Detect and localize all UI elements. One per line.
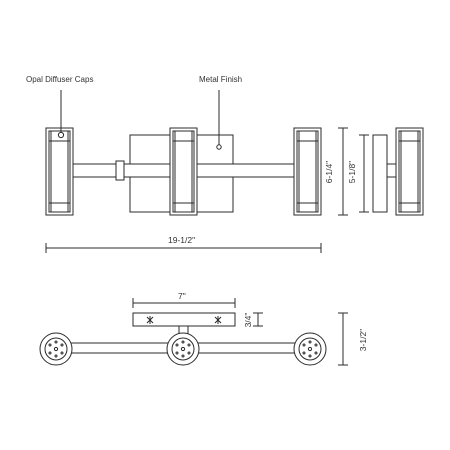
arm-coupler — [115, 160, 125, 181]
width-dimension-line — [45, 243, 322, 253]
front-view — [45, 90, 369, 253]
top-plate-screw-right — [214, 316, 222, 324]
plate-height-dimension-line — [359, 134, 369, 213]
finish-callout-label: Metal Finish — [199, 75, 243, 84]
top-plate-screw-left — [146, 316, 154, 324]
extension-label: 3-1/2" — [358, 328, 368, 352]
top-head-right — [293, 332, 327, 366]
overall-width-label: 19-1/2" — [168, 235, 196, 245]
plate-depth-label: 3/4" — [243, 312, 253, 328]
diffuser-cap — [57, 131, 65, 139]
top-head-left — [39, 332, 73, 366]
outer-height-dimension-line — [338, 127, 348, 216]
left-shade — [45, 127, 74, 216]
top-view — [39, 298, 348, 366]
top-head-center — [166, 332, 200, 366]
side-plate — [372, 134, 388, 213]
right-shade — [293, 127, 322, 216]
side-shade — [395, 127, 424, 216]
plate-depth-dimension-line — [253, 312, 263, 327]
top-wall-plate — [132, 312, 236, 327]
plate-screw — [216, 144, 222, 150]
side-view — [372, 127, 424, 216]
extension-dimension-line — [338, 312, 348, 366]
plate-height-label: 5-1/8" — [347, 160, 357, 184]
diffuser-callout-label: Opal Diffuser Caps — [26, 75, 94, 84]
plate-width-label: 7" — [178, 291, 186, 301]
outer-height-label: 6-1/4" — [324, 160, 334, 184]
center-shade — [169, 127, 198, 216]
plate-width-dimension-line — [132, 298, 236, 308]
side-stem — [386, 163, 397, 178]
